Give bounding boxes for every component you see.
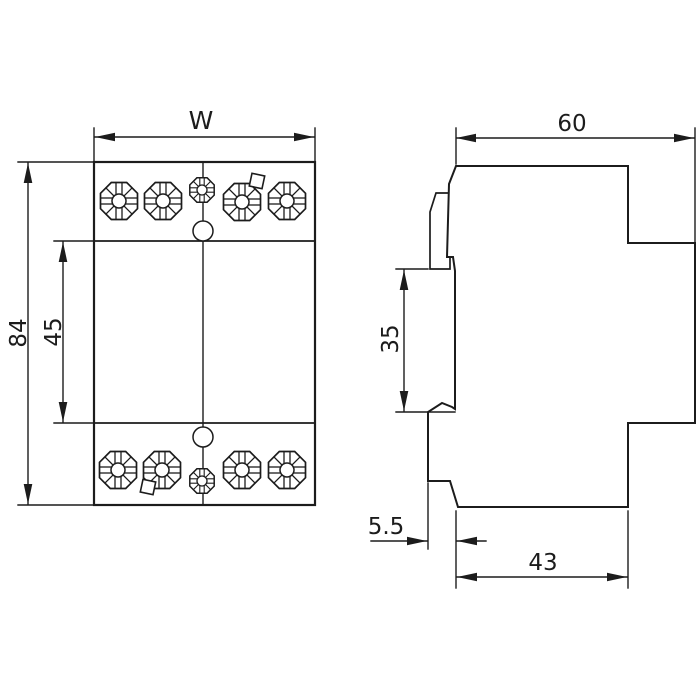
terminal-marker-square [139, 478, 157, 496]
arrowhead [457, 572, 477, 582]
label-bottom-depth: 43 [528, 550, 557, 576]
arrowhead [95, 132, 115, 142]
arrowhead [58, 242, 68, 262]
terminal-screw-icon [222, 182, 262, 222]
terminal-screw-icon [143, 181, 183, 221]
dimension-labels: W 84 45 60 35 5.5 43 [6, 106, 587, 576]
enclosure-outline [92, 160, 317, 507]
arrowhead [607, 572, 627, 582]
terminal-screws-bottom [98, 450, 307, 496]
indicator-hole-top [192, 220, 214, 242]
dimension-height [17, 161, 95, 506]
dimension-inner-height [53, 240, 95, 424]
dimension-depth [455, 127, 696, 243]
indicator-hole-bottom [192, 426, 214, 448]
arrowhead [58, 402, 68, 422]
dimension-width [93, 127, 316, 163]
arrowhead [23, 484, 33, 504]
terminal-screw-icon [222, 450, 262, 490]
dimension-bottom-depth [456, 510, 629, 589]
arrowhead [674, 133, 694, 143]
arrowhead [456, 133, 476, 143]
terminal-screw-small-icon [189, 177, 215, 203]
arrowhead [407, 536, 427, 546]
terminal-screw-small-icon [189, 468, 215, 494]
terminal-screw-icon [267, 181, 307, 221]
label-height: 84 [6, 318, 32, 347]
side-view [370, 127, 696, 589]
label-offset: 5.5 [368, 514, 405, 540]
side-profile-outline [427, 165, 696, 508]
label-depth: 60 [557, 111, 586, 137]
label-width: W [189, 106, 214, 135]
arrowhead [399, 270, 409, 290]
terminal-screw-icon [267, 450, 307, 490]
terminal-screw-icon [99, 181, 139, 221]
dimension-din-clip [395, 268, 456, 413]
arrowhead [23, 163, 33, 183]
label-inner-height: 45 [41, 317, 67, 346]
arrowhead [294, 132, 314, 142]
arrowhead [399, 391, 409, 411]
arrowheads [23, 132, 694, 582]
terminal-screw-icon [98, 450, 138, 490]
terminal-screws-top [99, 172, 307, 222]
arrowhead [457, 536, 477, 546]
front-view [17, 127, 317, 507]
terminal-marker-square [248, 172, 266, 190]
din-rail-clip [429, 192, 451, 270]
label-din-clip: 35 [378, 324, 404, 353]
